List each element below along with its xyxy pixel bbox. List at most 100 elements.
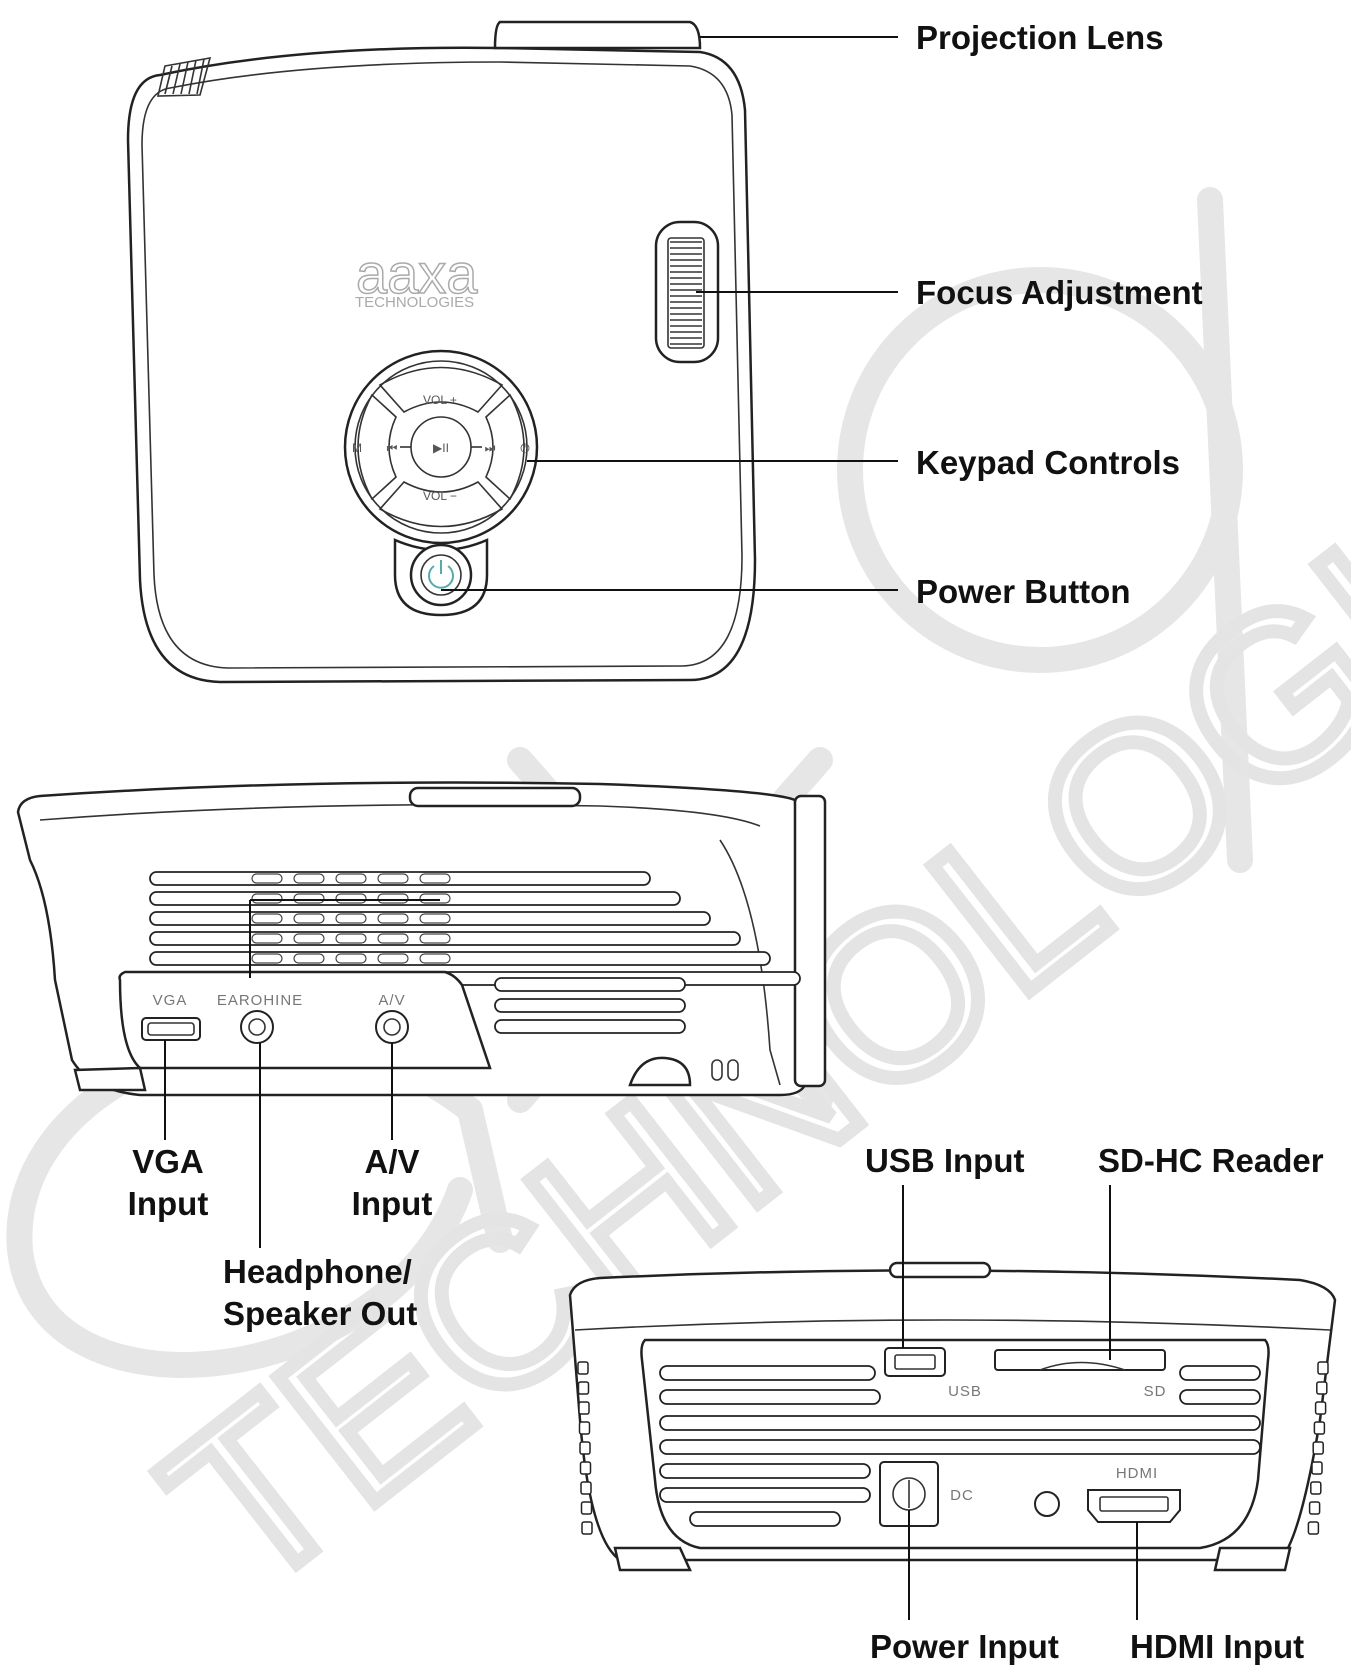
vol-down-key[interactable]	[378, 480, 504, 528]
side-vent-inner	[251, 953, 283, 964]
side-vent-inner	[335, 933, 367, 944]
side-vent-inner	[293, 933, 325, 944]
rear-grille-left	[581, 1521, 593, 1535]
rear-label-hdmi: HDMI	[1116, 1465, 1158, 1482]
side-vent-inner	[419, 953, 451, 964]
keypad: VOL + VOL − M ⏮ ▶II ⏭ ⏻	[343, 349, 539, 617]
projection-lens	[493, 20, 702, 50]
rear-view: USB SD DC HDMI USB Input SD-HC Reader Po…	[568, 1142, 1337, 1665]
callout-power-button: Power Button	[916, 573, 1130, 610]
rear-grille-right	[1311, 1461, 1323, 1475]
callout-projection-lens: Projection Lens	[916, 19, 1164, 56]
power-icon	[428, 565, 454, 589]
side-vent-inner	[377, 913, 409, 924]
source-key[interactable]	[485, 393, 525, 501]
rear-grille-left	[578, 1401, 590, 1415]
rear-vent-slot	[1179, 1365, 1261, 1381]
top-vent	[156, 56, 212, 97]
side-vent-inner	[377, 953, 409, 964]
watermark-letter-a-stem	[457, 1097, 513, 1253]
side-vent-inner	[251, 893, 283, 904]
side-vent-inner	[251, 873, 283, 884]
projector-top-inner-edge	[141, 61, 743, 669]
side-vent-inner	[419, 913, 451, 924]
rear-grille-right	[1312, 1441, 1324, 1455]
top-view: aaxa TECHNOLOGIES VOL + VOL − M ⏮ ▶II ⏭	[126, 19, 1203, 684]
side-vent-inner	[419, 893, 451, 904]
rear-vents	[659, 1365, 1261, 1527]
rear-vent-slot	[659, 1365, 876, 1381]
callout-keypad-controls: Keypad Controls	[916, 444, 1180, 481]
rear-label-usb: USB	[948, 1383, 982, 1400]
rear-vent-slot	[659, 1439, 1261, 1455]
rear-label-dc: DC	[950, 1487, 974, 1504]
usb-port[interactable]	[884, 1347, 946, 1377]
rear-side-grilles	[577, 1361, 1329, 1535]
brand-logo: aaxa	[356, 242, 478, 305]
rear-grille-right	[1313, 1421, 1326, 1435]
side-vent-inner	[377, 893, 409, 904]
callout-vga-1: VGA	[132, 1143, 204, 1180]
rear-foot-right	[1213, 1546, 1292, 1572]
rear-top-lens-hump	[888, 1261, 992, 1279]
rear-grille-left	[577, 1361, 589, 1375]
sd-card-slot[interactable]	[994, 1349, 1166, 1371]
side-top-lens-hump	[408, 786, 582, 808]
rear-vent-slot	[659, 1487, 871, 1503]
side-label-earphone: EAROHINE	[217, 992, 303, 1009]
callout-headphone-1: Headphone/	[223, 1253, 412, 1290]
vol-down-label: VOL −	[423, 489, 457, 503]
brand-logo-sub: TECHNOLOGIES	[355, 294, 474, 311]
side-vent-inner	[335, 913, 367, 924]
callout-focus-adjustment: Focus Adjustment	[916, 274, 1203, 311]
callout-av-1: A/V	[364, 1143, 419, 1180]
callout-vga-2: Input	[128, 1185, 209, 1222]
lock-slot-a	[711, 1059, 723, 1081]
rear-grille-left	[579, 1461, 592, 1475]
rear-grille-right	[1310, 1481, 1322, 1495]
rear-grille-left	[580, 1481, 592, 1495]
power-button[interactable]	[409, 543, 473, 607]
rear-grille-left	[580, 1501, 593, 1515]
side-vent-inner	[419, 933, 451, 944]
side-vents-lower-right	[494, 977, 686, 1034]
side-vent-inner	[335, 873, 367, 884]
earphone-jack[interactable]	[240, 1010, 274, 1044]
side-vent-inner	[293, 873, 325, 884]
rear-vent-slot	[659, 1415, 1261, 1431]
play-pause-label: ▶II	[433, 441, 449, 455]
focus-wheel[interactable]	[654, 220, 720, 364]
rear-foot-left	[613, 1546, 692, 1572]
menu-key[interactable]	[357, 393, 397, 501]
vol-up-key[interactable]	[378, 366, 504, 414]
rear-vent-slot	[659, 1389, 881, 1405]
side-vent-inner	[293, 913, 325, 924]
rear-label-sd: SD	[1144, 1383, 1167, 1400]
side-vent-inner	[377, 933, 409, 944]
side-vent-slot	[149, 891, 681, 906]
rear-screw	[1034, 1491, 1060, 1517]
rear-grille-right	[1307, 1521, 1320, 1535]
side-port-panel	[118, 970, 492, 1070]
callout-power-input: Power Input	[870, 1628, 1059, 1665]
callout-av-2: Input	[352, 1185, 433, 1222]
side-vent-inner	[293, 893, 325, 904]
prev-label: ⏮	[387, 441, 398, 455]
watermark-letter-a-right-stem	[1197, 187, 1253, 873]
rear-vent-slot	[659, 1463, 871, 1479]
callout-hdmi-input: HDMI Input	[1130, 1628, 1304, 1665]
side-foot-right	[628, 1056, 692, 1087]
side-vent-slot	[149, 951, 771, 966]
rear-grille-right	[1314, 1401, 1327, 1415]
av-jack[interactable]	[375, 1010, 409, 1044]
side-vent-inner	[335, 953, 367, 964]
side-vent-inner	[251, 913, 283, 924]
side-label-vga: VGA	[153, 992, 188, 1009]
rear-vent-slot	[689, 1511, 841, 1527]
side-vent-inner	[251, 933, 283, 944]
side-vent-slot-lower	[494, 977, 686, 992]
vga-port[interactable]	[141, 1017, 201, 1041]
hdmi-port[interactable]	[1087, 1489, 1181, 1523]
rear-vent-slot	[1179, 1389, 1261, 1405]
